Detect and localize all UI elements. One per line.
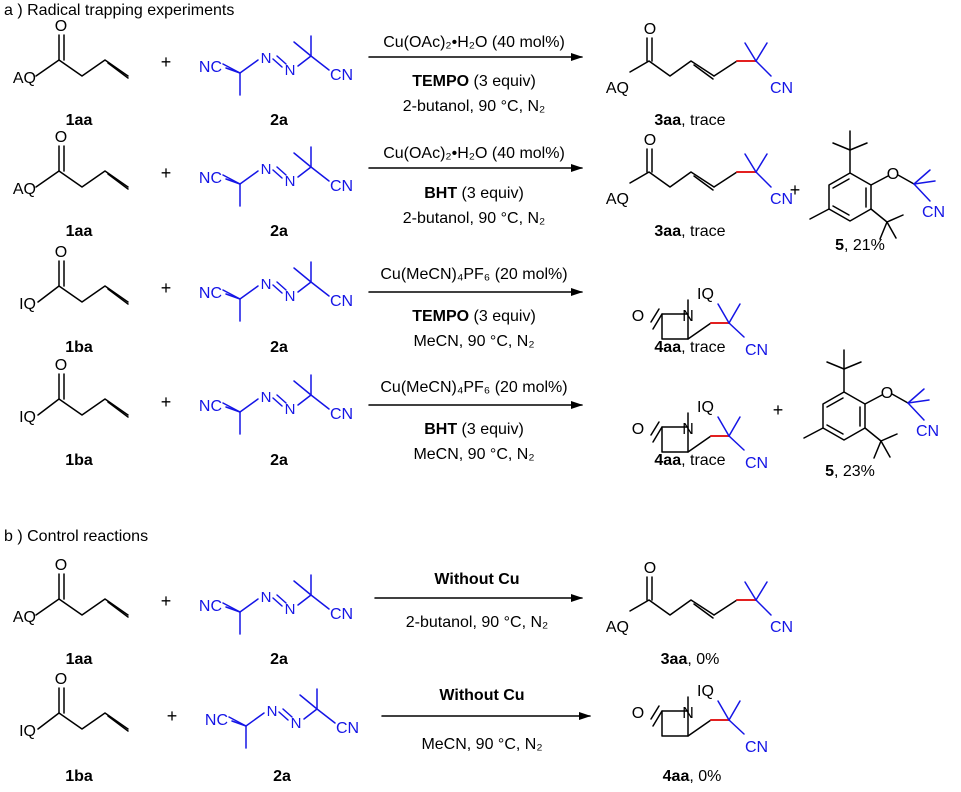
solvent-label: MeCN, 90 °C, N₂ — [421, 736, 542, 753]
row6-substrate-1ba — [18, 670, 129, 741]
compound-5-yield: 5, 21% — [835, 237, 885, 254]
plus-sign: + — [161, 591, 172, 611]
product-3aa-yield: 3aa, 0% — [661, 651, 720, 668]
compound-2a-label: 2a — [270, 339, 288, 356]
compound-1ba-label: 1ba — [65, 768, 93, 785]
additive-label: TEMPO (3 equiv) — [412, 73, 536, 90]
row1-product-3aa — [604, 20, 795, 98]
compound-1aa-label: 1aa — [66, 223, 93, 240]
row1-reagent-2a — [198, 35, 354, 96]
additive-label: BHT (3 equiv) — [424, 421, 524, 438]
compound-1aa-label: 1aa — [66, 651, 93, 668]
row5-product-3aa — [604, 559, 795, 637]
row1-substrate-1aa — [12, 17, 129, 88]
plus-sign: + — [161, 392, 172, 412]
condition-without-cu: Without Cu — [434, 571, 519, 588]
compound-2a-label: 2a — [270, 223, 288, 240]
plus-sign: + — [790, 180, 801, 200]
row4-reagent-2a — [198, 374, 354, 435]
product-4aa-yield: 4aa, trace — [654, 452, 725, 469]
row3-reagent-2a — [198, 261, 354, 322]
solvent-label: 2-butanol, 90 °C, N₂ — [403, 98, 545, 115]
row2-substrate-1aa — [12, 128, 129, 199]
catalyst-label: Cu(MeCN)₄PF₆ (20 mol%) — [380, 379, 567, 396]
catalyst-label: Cu(MeCN)₄PF₆ (20 mol%) — [380, 266, 567, 283]
plus-sign: + — [161, 278, 172, 298]
product-4aa-yield: 4aa, trace — [654, 339, 725, 356]
row4-adduct-5 — [803, 349, 940, 459]
compound-2a-label: 2a — [270, 112, 288, 129]
row5-reagent-2a — [198, 574, 354, 635]
row2-product-3aa — [604, 131, 795, 209]
compound-1ba-label: 1ba — [65, 339, 93, 356]
row5-substrate-1aa — [12, 556, 129, 627]
plus-sign: + — [161, 163, 172, 183]
compound-2a-label: 2a — [273, 768, 291, 785]
catalyst-label: Cu(OAc)₂•H₂O (40 mol%) — [383, 34, 565, 51]
row6-reagent-2a — [204, 688, 360, 749]
row6-product-4aa — [630, 682, 770, 757]
solvent-label: MeCN, 90 °C, N₂ — [413, 333, 534, 350]
product-3aa-yield: 3aa, trace — [654, 223, 725, 240]
row2-reagent-2a — [198, 146, 354, 207]
plus-sign: + — [167, 706, 178, 726]
additive-label: BHT (3 equiv) — [424, 185, 524, 202]
product-3aa-yield: 3aa, trace — [654, 112, 725, 129]
compound-1ba-label: 1ba — [65, 452, 93, 469]
compound-2a-label: 2a — [270, 651, 288, 668]
condition-without-cu: Without Cu — [439, 687, 524, 704]
product-4aa-yield: 4aa, 0% — [663, 768, 722, 785]
compound-2a-label: 2a — [270, 452, 288, 469]
plus-sign: + — [773, 400, 784, 420]
row3-substrate-1ba — [18, 243, 129, 314]
section-b-title: b ) Control reactions — [4, 528, 148, 545]
row4-substrate-1ba — [18, 356, 129, 427]
row2-adduct-5 — [809, 130, 946, 240]
solvent-label: 2-butanol, 90 °C, N₂ — [406, 614, 548, 631]
catalyst-label: Cu(OAc)₂•H₂O (40 mol%) — [383, 145, 565, 162]
compound-1aa-label: 1aa — [66, 112, 93, 129]
additive-label: TEMPO (3 equiv) — [412, 308, 536, 325]
compound-5-yield: 5, 23% — [825, 463, 875, 480]
plus-sign: + — [161, 52, 172, 72]
solvent-label: 2-butanol, 90 °C, N₂ — [403, 210, 545, 227]
solvent-label: MeCN, 90 °C, N₂ — [413, 446, 534, 463]
section-a-title: a ) Radical trapping experiments — [4, 2, 234, 19]
